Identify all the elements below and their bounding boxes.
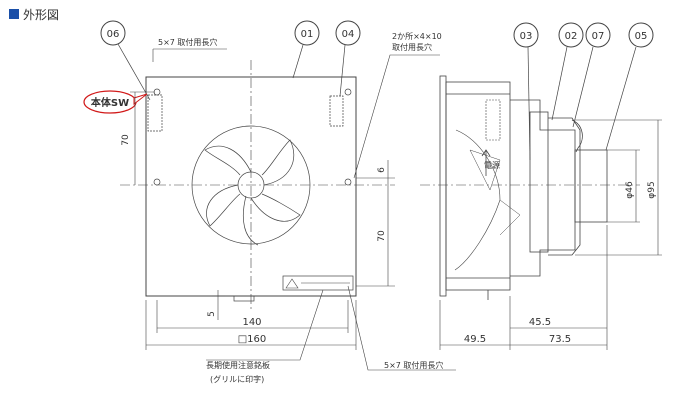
dim-left-70 — [130, 91, 155, 185]
svg-text:140: 140 — [242, 317, 261, 328]
note-slot-bottom: 5×7 取付用長穴 — [384, 360, 443, 370]
svg-text:05: 05 — [635, 31, 648, 42]
note-holes-line2: 取付用長穴 — [392, 42, 432, 52]
power-label: 電源 — [481, 149, 500, 176]
callout-05: 05 — [605, 22, 654, 151]
fan-circle — [191, 125, 311, 245]
svg-text:04: 04 — [342, 29, 355, 40]
callout-03: 03 — [513, 22, 539, 161]
dim-depths — [439, 300, 607, 350]
svg-text:73.5: 73.5 — [549, 334, 571, 345]
dim-45-5 — [509, 225, 608, 350]
svg-text:01: 01 — [301, 29, 314, 40]
note-slot-top: 5×7 取付用長穴 — [158, 37, 217, 47]
switch-box — [147, 94, 163, 132]
svg-text:06: 06 — [107, 29, 120, 40]
svg-text:70: 70 — [377, 230, 387, 242]
front-view — [120, 60, 395, 310]
note-warning-line1: 長期使用注意銘板 — [206, 360, 270, 370]
callout-01: 01 — [292, 20, 320, 79]
svg-text:03: 03 — [520, 31, 533, 42]
warning-plate — [282, 275, 354, 291]
fan-blades — [204, 139, 301, 246]
svg-text:6: 6 — [377, 167, 387, 173]
dim-dia-95: φ95 — [647, 181, 657, 198]
side-view — [439, 75, 608, 300]
inner-slot-04 — [329, 95, 344, 127]
dim-bottom-5: 5 — [207, 311, 217, 317]
svg-text:70: 70 — [121, 134, 131, 146]
svg-text:02: 02 — [565, 31, 578, 42]
callout-04: 04 — [335, 20, 361, 97]
switch-tag: 本体SW — [83, 90, 148, 114]
dim-width-140 — [156, 300, 349, 333]
callout-07: 07 — [572, 22, 611, 128]
svg-text:本体SW: 本体SW — [91, 96, 129, 109]
svg-text:電源: 電源 — [484, 161, 500, 170]
heading-marker — [9, 9, 19, 19]
heading-title: 外形図 — [23, 8, 59, 22]
dim-width-160 — [145, 300, 357, 350]
connector-box — [574, 149, 608, 223]
dim-right — [356, 160, 395, 287]
callout-02: 02 — [551, 22, 584, 121]
note-holes-line1: 2か所×4×10 — [392, 31, 442, 41]
svg-text:07: 07 — [592, 31, 605, 42]
svg-text:49.5: 49.5 — [464, 334, 486, 345]
callout-06: 06 — [100, 20, 151, 101]
svg-text:□160: □160 — [238, 334, 267, 345]
note-warning-line2: (グリルに印字) — [210, 374, 264, 384]
svg-text:45.5: 45.5 — [529, 317, 551, 328]
dim-dia-46: φ46 — [625, 181, 635, 199]
